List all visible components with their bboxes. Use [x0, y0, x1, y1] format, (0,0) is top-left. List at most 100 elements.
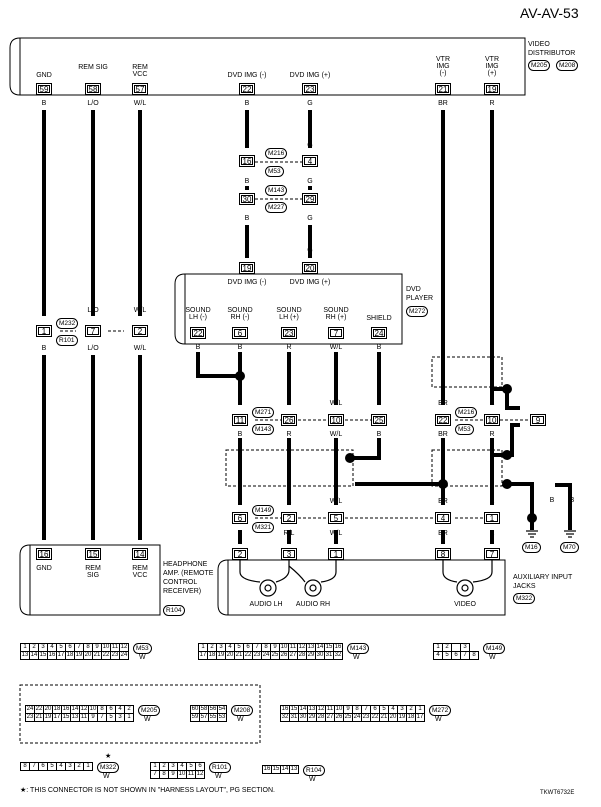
- wire-color: BR: [438, 498, 448, 505]
- wire-color: L/O: [87, 307, 99, 314]
- connector-cavity: 8: [352, 705, 362, 714]
- connector-cavity: 11: [325, 705, 335, 714]
- connector-cavity: 2: [29, 643, 39, 652]
- aux-pin-3: 3: [281, 548, 297, 560]
- inline-pin-26: 26: [281, 414, 297, 426]
- connector-badge-m205: M205: [528, 60, 551, 71]
- connector-cavity: 13: [289, 765, 299, 774]
- inline-pin-4: 4: [302, 155, 318, 167]
- footer-note: ★: THIS CONNECTOR IS NOT SHOWN IN "HARNE…: [20, 787, 275, 794]
- inline-pin-1: 1: [36, 325, 52, 337]
- hp-pin-14: 14: [132, 548, 148, 560]
- connector-cavity: 4: [388, 705, 398, 714]
- wire-color: B: [237, 498, 243, 505]
- connector-badge-m53: M53: [455, 424, 474, 435]
- hp-pin-name: GND: [36, 565, 52, 572]
- connector-cavity: 16: [333, 643, 343, 652]
- wire-color: B: [244, 247, 250, 254]
- vd-pin-name-gnd: GND: [36, 72, 52, 79]
- connector-cavity: 24: [261, 651, 271, 660]
- connector-cavity: 10: [279, 643, 289, 652]
- connector-cavity: 5: [186, 762, 196, 771]
- vd-pin-19: 19: [484, 83, 500, 95]
- vd-pin-21: 21: [435, 83, 451, 95]
- connector-cavity: 6: [106, 705, 116, 714]
- wire-color: B: [41, 307, 47, 314]
- connector-cavity: 1: [150, 762, 160, 771]
- dvd-pin-name: DVD IMG (-): [227, 279, 267, 286]
- connector-cavity: 4: [115, 705, 125, 714]
- connector-cavity: 19: [216, 651, 226, 660]
- connector-cavity: 24: [119, 651, 129, 660]
- wire-color: R: [286, 400, 292, 407]
- connector-cavity: 3: [65, 762, 75, 771]
- connector-cavity: 57: [199, 713, 209, 722]
- connector-cavity: 18: [406, 713, 416, 722]
- vd-pin-58: 58: [85, 83, 101, 95]
- vd-pin-57: 57: [132, 83, 148, 95]
- connector-cavity: 12: [119, 643, 129, 652]
- connector-cavity: 9: [270, 643, 280, 652]
- connector-cavity: 4: [47, 643, 57, 652]
- dvd-pin-24: 24: [371, 327, 387, 339]
- inline-pin-11: 11: [232, 414, 248, 426]
- inline-pin-10: 10: [328, 414, 344, 426]
- connector-color: W: [353, 654, 360, 661]
- connector-cavity: 10: [177, 770, 187, 779]
- connector-cavity: 9: [168, 770, 178, 779]
- dvd-pin-23: 23: [281, 327, 297, 339]
- connector-cavity: 13: [307, 705, 317, 714]
- vd-pin-name-rem-vcc: REM VCC: [132, 64, 148, 78]
- wire-color: B: [237, 400, 243, 407]
- dvd-pin-name: SOUND LH (+): [276, 307, 302, 321]
- wire-color: B: [237, 344, 243, 351]
- connector-cavity: 3: [397, 705, 407, 714]
- connector-view-label: M143: [347, 643, 370, 654]
- vd-pin-name-vtr-img-neg: VTR IMG (-): [436, 56, 450, 77]
- inline-pin-2: 2: [132, 325, 148, 337]
- inline-pin-1: 1: [484, 512, 500, 524]
- connector-cavity: 12: [195, 770, 205, 779]
- connector-cavity: 23: [252, 651, 262, 660]
- wire-color: B: [41, 100, 47, 107]
- connector-cavity: 3: [168, 762, 178, 771]
- connector-badge-m216: M216: [265, 148, 288, 159]
- connector-cavity: 12: [316, 705, 326, 714]
- wire-color: B: [41, 345, 47, 352]
- connector-cavity: 20: [388, 713, 398, 722]
- connector-cavity: 8: [83, 643, 93, 652]
- wire-color: G: [307, 142, 313, 149]
- connector-cavity: 6: [243, 643, 253, 652]
- connector-cavity: 9: [343, 705, 353, 714]
- inline-pin-25: 25: [371, 414, 387, 426]
- connector-cavity: 14: [280, 765, 290, 774]
- connector-cavity: 9: [92, 643, 102, 652]
- connector-cavity: 18: [65, 651, 75, 660]
- wire-color: R: [286, 498, 292, 505]
- connector-color: W: [435, 716, 442, 723]
- connector-cavity: 13: [20, 651, 30, 660]
- connector-cavity: 21: [92, 651, 102, 660]
- connector-cavity: 5: [234, 643, 244, 652]
- connector-cavity: 20: [83, 651, 93, 660]
- connector-cavity: 2: [159, 762, 169, 771]
- ground-badge-m16: M16: [522, 542, 541, 553]
- connector-cavity: 59: [190, 713, 200, 722]
- connector-cavity: 55: [208, 713, 218, 722]
- connector-cavity: 53: [217, 713, 227, 722]
- connector-badge-m232: M232: [56, 318, 79, 329]
- connector-cavity: 2: [406, 705, 416, 714]
- connector-cavity: 6: [195, 762, 205, 771]
- connector-cavity: 1: [433, 643, 443, 652]
- connector-cavity: 18: [207, 651, 217, 660]
- connector-cavity: 27: [325, 713, 335, 722]
- connector-badge-m321: M321: [252, 522, 275, 533]
- connector-cavity: 10: [88, 705, 98, 714]
- connector-cavity: 17: [415, 713, 425, 722]
- wire-color: B: [237, 431, 243, 438]
- connector-cavity: 58: [199, 705, 209, 714]
- hp-pin-15: 15: [85, 548, 101, 560]
